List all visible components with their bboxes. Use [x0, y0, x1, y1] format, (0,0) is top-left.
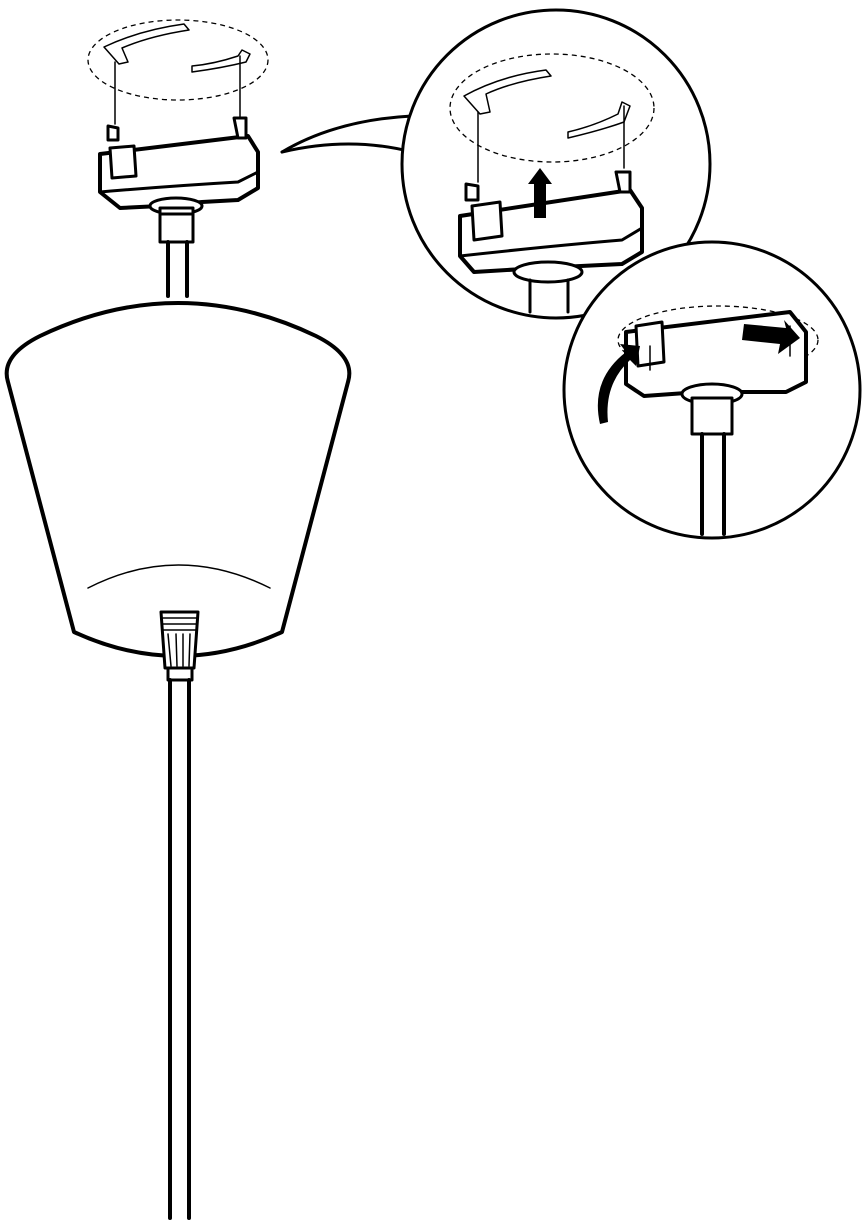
track-adapter: [98, 116, 260, 210]
zoom-lift-adapter: [280, 8, 712, 320]
suspension-rod: [148, 196, 204, 298]
track-clip-outline: [87, 19, 269, 125]
pendant-shade: [4, 301, 352, 658]
zoom-rotate-lock: [562, 240, 862, 540]
cable-gland: [159, 610, 200, 682]
right-arrow-icon: [742, 320, 800, 354]
power-cable: [168, 678, 191, 1220]
curved-arrow-icon: [597, 344, 640, 424]
up-arrow-icon: [528, 168, 552, 218]
